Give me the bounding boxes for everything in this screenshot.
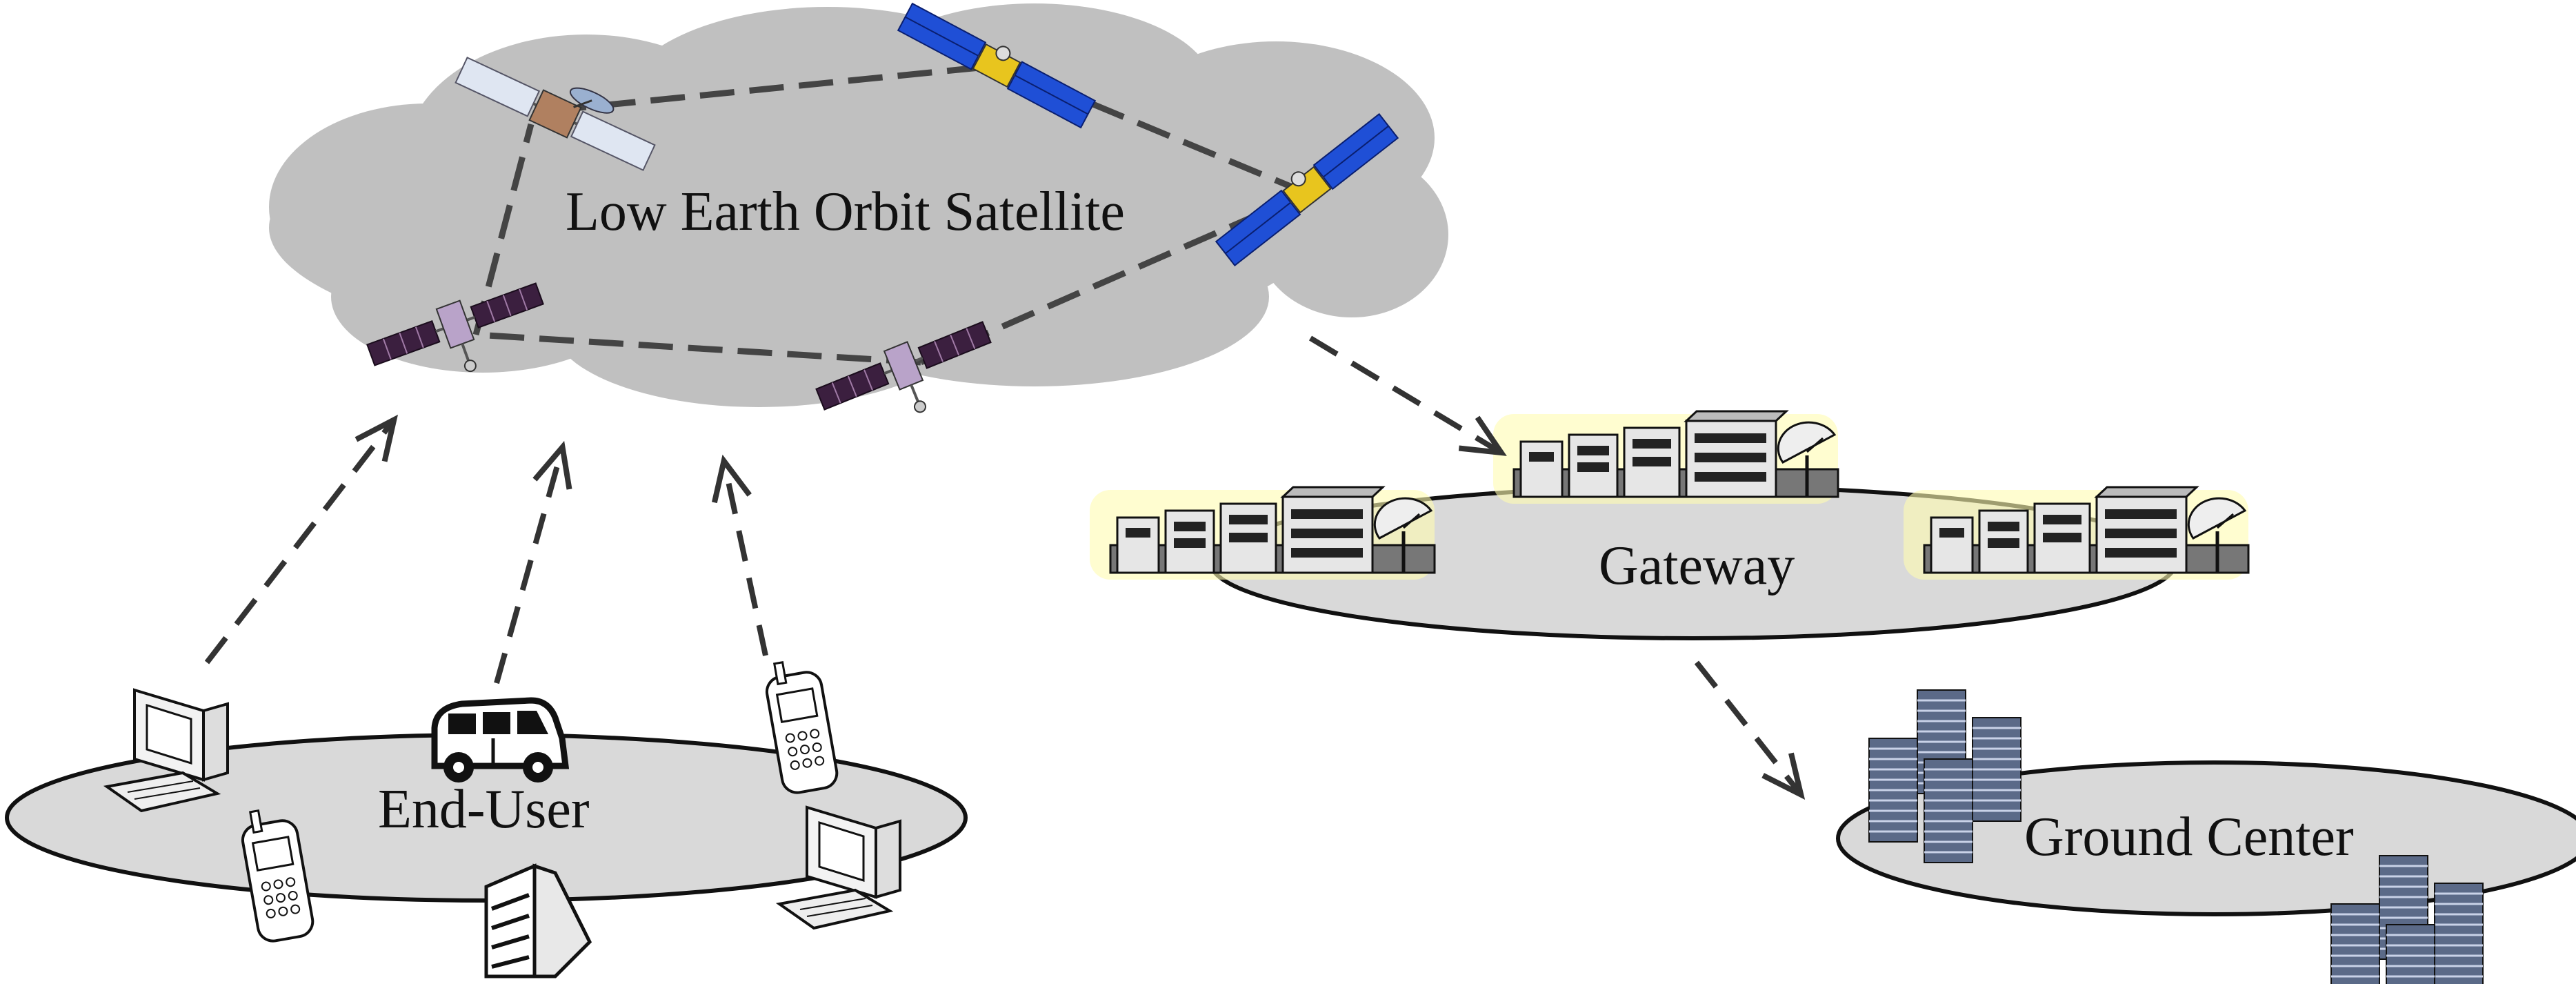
- downlink-arrows: [1308, 335, 1806, 800]
- van-icon: [431, 697, 570, 783]
- end-user-label: End-User: [378, 779, 590, 840]
- desktop-computer-icon: [106, 689, 229, 812]
- ground-center-label: Ground Center: [2024, 807, 2354, 867]
- gateway-label: Gateway: [1599, 535, 1795, 596]
- ground-station-icon: [1904, 487, 2248, 580]
- uplink-arrows: [204, 414, 768, 685]
- satellite-cloud-label: Low Earth Orbit Satellite: [566, 181, 1125, 242]
- server-tower-icon: [484, 863, 592, 978]
- ground-station-icon: [1493, 411, 1838, 504]
- ground-station-icon: [1090, 487, 1435, 580]
